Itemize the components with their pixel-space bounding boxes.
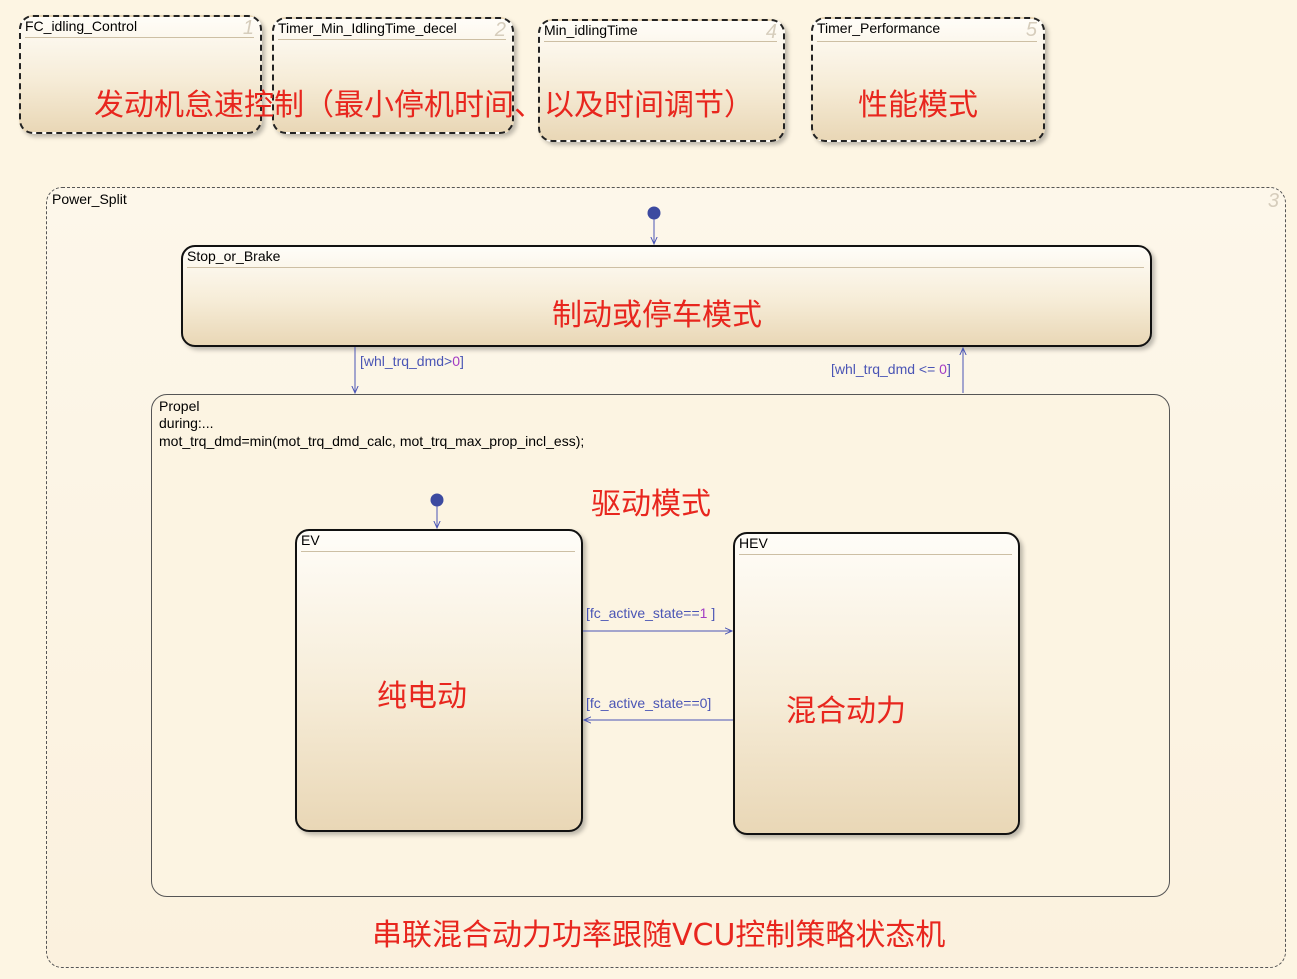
propel-annotation: 驱动模式 (591, 487, 711, 522)
state-divider (817, 41, 1037, 42)
state-name: Min_idlingTime (544, 22, 638, 38)
execution-order: 1 (242, 17, 254, 39)
state-name: EV (301, 532, 320, 548)
state-name: Power_Split (52, 191, 127, 207)
state-name: Stop_or_Brake (187, 248, 281, 264)
idle-control-annotation: 发动机怠速控制（最小停机时间、以及时间调节） (94, 88, 754, 123)
state-name: FC_idling_Control (25, 18, 138, 34)
state-divider (187, 267, 1144, 268)
stop-or-brake-annotation: 制动或停车模式 (552, 298, 762, 333)
state-name: Timer_Performance (817, 20, 941, 36)
state-ev[interactable]: EV (295, 529, 583, 832)
state-fc-idling-control[interactable]: FC_idling_Control 1 (19, 15, 262, 134)
state-divider (25, 37, 254, 38)
during-action: during:... (159, 415, 214, 431)
guard-text: [fc_active_state==0] (586, 695, 712, 711)
state-divider (278, 39, 506, 40)
execution-order: 2 (494, 19, 506, 41)
guard-number: 0 (452, 353, 461, 369)
state-name: Propel (159, 398, 200, 414)
entry-action: mot_trq_dmd=min(mot_trq_dmd_calc, mot_tr… (159, 433, 585, 449)
guard-text: [whl_trq_dmd <= (831, 361, 940, 377)
guard-number: 0 (939, 361, 947, 377)
state-divider (544, 41, 777, 42)
guard-to-hev[interactable]: [fc_active_state==1 ] (586, 605, 715, 621)
guard-text: [whl_trq_dmd> (360, 353, 453, 369)
guard-close: ] (946, 361, 951, 377)
guard-close: ] (707, 605, 716, 621)
guard-to-stop[interactable]: [whl_trq_dmd <= 0] (831, 361, 951, 377)
guard-to-ev[interactable]: [fc_active_state==0] (586, 695, 711, 711)
guard-close: ] (460, 353, 464, 369)
state-stop-or-brake[interactable]: Stop_or_Brake (181, 245, 1152, 347)
execution-order: 3 (1267, 190, 1279, 212)
guard-number: 1 (699, 605, 708, 621)
state-hev[interactable]: HEV (733, 532, 1020, 835)
execution-order: 5 (1025, 19, 1037, 41)
state-divider (301, 551, 575, 552)
hev-annotation: 混合动力 (786, 694, 906, 729)
state-divider (739, 554, 1012, 555)
execution-order: 4 (765, 21, 777, 43)
diagram-caption: 串联混合动力功率跟随VCU控制策略状态机 (372, 918, 946, 953)
ev-annotation: 纯电动 (377, 679, 467, 714)
guard-to-propel[interactable]: [whl_trq_dmd>0] (360, 353, 464, 369)
performance-mode-annotation: 性能模式 (858, 88, 978, 123)
guard-text: [fc_active_state== (586, 605, 700, 621)
state-name: Timer_Min_IdlingTime_decel (278, 20, 457, 36)
state-min-idlingtime[interactable]: Min_idlingTime 4 (538, 19, 785, 142)
state-name: HEV (739, 535, 768, 551)
state-timer-performance[interactable]: Timer_Performance 5 (811, 17, 1045, 142)
state-timer-min-idlingtime-decel[interactable]: Timer_Min_IdlingTime_decel 2 (272, 17, 514, 134)
